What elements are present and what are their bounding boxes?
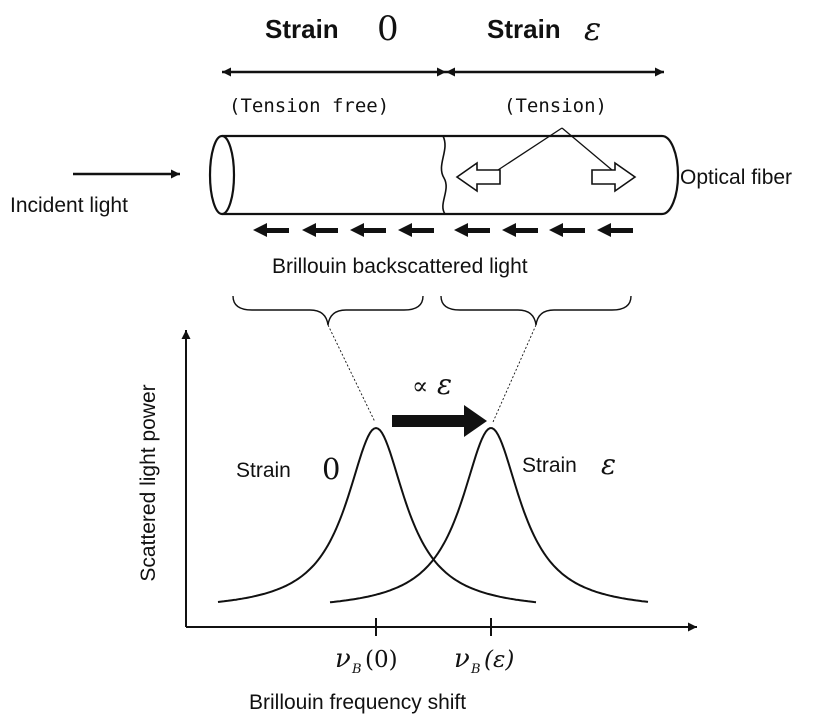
frequency-shift-indicator: ∝ ε <box>392 368 487 437</box>
backscatter-arrow-icon <box>253 223 289 237</box>
y-axis-label: Scattered light power <box>137 384 160 581</box>
strain-zero-symbol: 0 <box>377 9 399 49</box>
tick-zero-arg: (0) <box>365 647 398 673</box>
peak-eps-text: Strain <box>522 454 577 477</box>
peak-eps-symbol: ε <box>601 448 616 481</box>
x-axis-label: Brillouin frequency shift <box>249 691 466 714</box>
strain-eps-heading: Strain ε <box>487 10 601 48</box>
strain-eps-symbol: ε <box>584 10 601 48</box>
tick-eps-nu: ν <box>454 644 470 674</box>
tick-eps-sub: B <box>470 662 481 677</box>
tension-pointer-left <box>497 127 563 171</box>
strain-boundary <box>440 135 447 215</box>
strain-zero-heading: Strain 0 <box>265 9 399 49</box>
backscatter-label: Brillouin backscattered light <box>272 255 528 278</box>
optical-fiber <box>208 127 680 216</box>
strain-eps-text: Strain <box>487 14 561 44</box>
tick-label-nu-eps: ν B (ε) <box>454 644 514 677</box>
tick-label-nu-zero: ν B (0) <box>335 644 398 677</box>
tension-arrow-left-icon <box>455 161 501 193</box>
fiber-end-face <box>208 134 236 216</box>
tick-zero-nu: ν <box>335 644 351 674</box>
strain-zero-text: Strain <box>265 14 339 44</box>
shift-arrow-icon <box>392 405 487 437</box>
spectrum-curve-strain-zero <box>217 426 537 604</box>
backscatter-arrow-icon <box>454 223 490 237</box>
tension-free-label: (Tension free) <box>229 95 389 117</box>
tension-label: (Tension) <box>504 95 607 117</box>
peak-zero-symbol: 0 <box>322 452 340 486</box>
strain-zero-brace <box>232 295 424 326</box>
backscatter-arrow-icon <box>350 223 386 237</box>
proportional-sign: ∝ <box>412 372 428 400</box>
zoom-line-eps <box>492 324 537 423</box>
backscatter-arrow-icon <box>549 223 585 237</box>
incident-light-label: Incident light <box>10 194 128 217</box>
spectrum-curve-strain-eps <box>329 427 649 604</box>
optical-fiber-label: Optical fiber <box>680 166 792 189</box>
backscatter-arrow-icon <box>597 223 633 237</box>
backscatter-arrow-icon <box>502 223 538 237</box>
tick-eps-arg: (ε) <box>484 647 514 673</box>
backscatter-arrow-icon <box>302 223 338 237</box>
proportional-symbol: ε <box>437 368 452 401</box>
tension-arrow-right-icon <box>591 161 637 193</box>
tension-pointer-right <box>561 127 613 171</box>
backscatter-arrows <box>253 223 633 237</box>
strain-eps-brace <box>440 295 632 326</box>
zoom-line-zero <box>327 324 376 423</box>
peak-eps-label: Strain ε <box>522 448 616 481</box>
peak-zero-text: Strain <box>236 459 291 482</box>
peak-zero-label: Strain 0 <box>236 452 340 486</box>
tick-zero-sub: B <box>351 662 362 677</box>
fiber-body <box>222 134 680 216</box>
backscatter-arrow-icon <box>398 223 434 237</box>
